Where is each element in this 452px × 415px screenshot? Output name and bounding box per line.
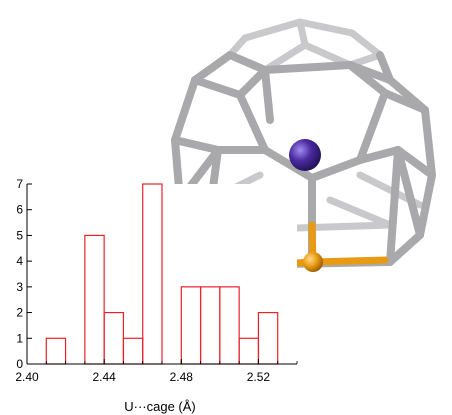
- bond: [308, 156, 364, 182]
- bond: [421, 106, 436, 179]
- bond: [386, 231, 424, 266]
- bond: [381, 89, 429, 114]
- x-axis-ticks: 2.40 2.44 2.48 2.52: [15, 359, 298, 384]
- x-tick-label: 2.40: [15, 370, 39, 384]
- bond: [191, 76, 244, 99]
- cage-molecule-illustration: [171, 18, 436, 272]
- bond: [296, 18, 356, 37]
- bond: [394, 146, 436, 179]
- y-tick-label: 5: [16, 228, 23, 242]
- bond: [261, 66, 274, 124]
- bond: [236, 66, 269, 99]
- bridge-atom: [303, 252, 323, 272]
- bond: [241, 18, 304, 42]
- bond: [326, 196, 394, 229]
- bond: [416, 171, 436, 239]
- y-tick-label: 7: [16, 177, 23, 191]
- bond: [261, 61, 354, 74]
- bond: [356, 146, 402, 164]
- bond: [236, 91, 269, 154]
- y-axis-ticks: 0 1 2 3 4 5 6 7: [16, 177, 32, 371]
- x-tick-label: 2.48: [170, 370, 194, 384]
- bond: [296, 18, 309, 49]
- bond: [171, 76, 199, 144]
- y-tick-label: 1: [16, 331, 23, 345]
- bond: [261, 146, 316, 182]
- y-tick-label: 4: [16, 254, 23, 268]
- y-tick-label: 2: [16, 306, 23, 320]
- histogram-chart: 0 1 2 3 4 5 6 7 2.40 2.44 2.48 2.52 U···cage (Å): [15, 177, 298, 414]
- bond: [356, 89, 389, 164]
- y-tick-label: 0: [16, 357, 23, 371]
- bond: [171, 136, 222, 154]
- y-tick-label: 3: [16, 280, 23, 294]
- bond: [386, 146, 402, 266]
- bond: [346, 61, 389, 97]
- bond: [309, 256, 389, 266]
- uranium-atom: [289, 139, 321, 171]
- x-tick-label: 2.52: [247, 370, 271, 384]
- y-tick-label: 6: [16, 203, 23, 217]
- bond: [394, 146, 424, 239]
- x-tick-label: 2.44: [92, 370, 116, 384]
- x-axis-label: U···cage (Å): [124, 399, 196, 414]
- bond: [348, 29, 384, 59]
- bond: [226, 51, 269, 74]
- bond: [191, 51, 234, 84]
